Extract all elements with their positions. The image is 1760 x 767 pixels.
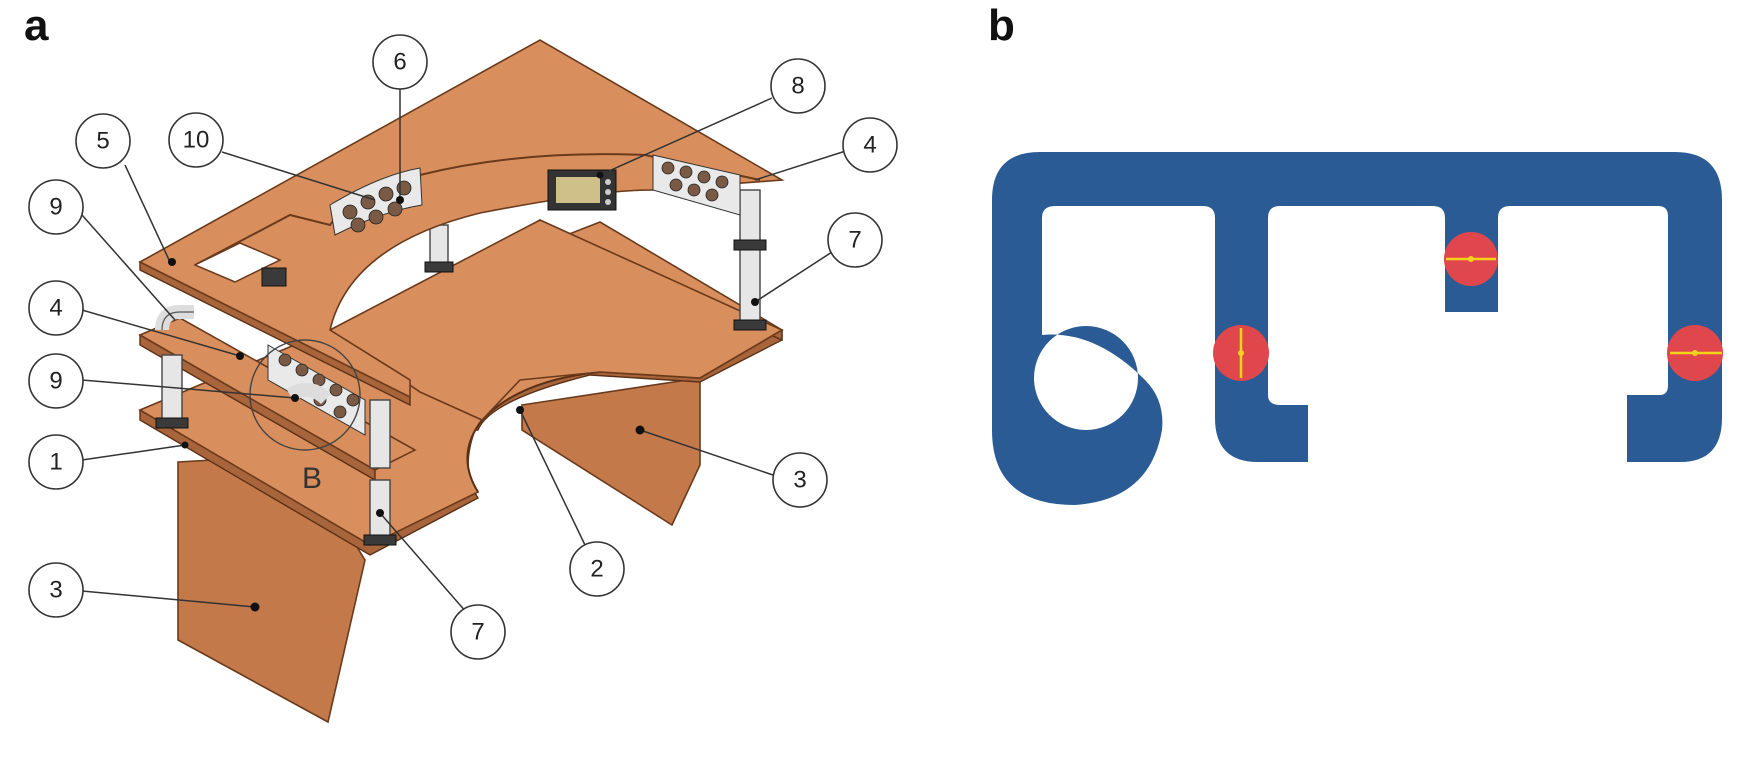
svg-text:7: 7 <box>848 227 861 254</box>
svg-text:8: 8 <box>791 73 804 100</box>
desk-drawing: B <box>138 39 785 724</box>
svg-text:2: 2 <box>590 556 603 583</box>
ventilation-grille-right <box>652 154 741 216</box>
post <box>161 354 183 426</box>
callout-9-bottom: 9 <box>28 353 84 409</box>
callout-3-left: 3 <box>28 562 84 618</box>
svg-text:3: 3 <box>793 467 806 494</box>
callout-4-right: 4 <box>842 117 898 173</box>
callout-5: 5 <box>75 113 131 169</box>
post <box>739 244 761 326</box>
detail-label-b: B <box>302 462 322 495</box>
callout-6: 6 <box>372 34 428 90</box>
panel-a-label: a <box>24 1 49 50</box>
right-leg-panel <box>521 377 701 527</box>
callout-3-right: 3 <box>772 452 828 508</box>
post-plate <box>733 319 767 331</box>
callout-10: 10 <box>168 112 224 168</box>
svg-text:4: 4 <box>49 295 62 322</box>
top-shelf <box>138 39 785 399</box>
callout-2: 2 <box>569 541 625 597</box>
callout-4-left: 4 <box>28 280 84 336</box>
square-vent <box>261 267 287 287</box>
svg-text:3: 3 <box>49 577 62 604</box>
marker-top <box>1444 232 1498 286</box>
callout-8: 8 <box>770 58 826 114</box>
svg-text:7: 7 <box>471 619 484 646</box>
ventilation-grille-top <box>329 167 423 236</box>
svg-text:1: 1 <box>49 449 62 476</box>
svg-text:6: 6 <box>393 49 406 76</box>
detail-circle-b <box>249 339 361 451</box>
elbow-pipe-bottom <box>286 382 331 405</box>
svg-text:4: 4 <box>863 132 876 159</box>
callout-7-right: 7 <box>827 212 883 268</box>
post-plate <box>155 417 189 429</box>
svg-text:10: 10 <box>183 127 210 154</box>
blue-frame <box>992 152 1722 505</box>
control-display <box>547 169 617 211</box>
marker-right <box>1667 325 1723 381</box>
callouts: 1 2 3 3 4 4 5 6 <box>28 34 898 660</box>
post <box>369 399 391 469</box>
post-plate <box>733 239 767 251</box>
callout-9-top: 9 <box>28 179 84 235</box>
post <box>739 189 761 249</box>
callout-7-bottom: 7 <box>450 604 506 660</box>
post-plate <box>424 261 454 273</box>
svg-text:9: 9 <box>49 368 62 395</box>
panel-b-label: b <box>988 1 1015 50</box>
frame-schematic <box>992 152 1723 505</box>
right-mid-shelf <box>328 219 784 421</box>
svg-text:5: 5 <box>96 128 109 155</box>
post-plate <box>363 534 397 546</box>
top-shelf-slot <box>193 242 282 283</box>
svg-text:9: 9 <box>49 194 62 221</box>
callout-1: 1 <box>28 434 84 490</box>
marker-left <box>1213 325 1269 381</box>
